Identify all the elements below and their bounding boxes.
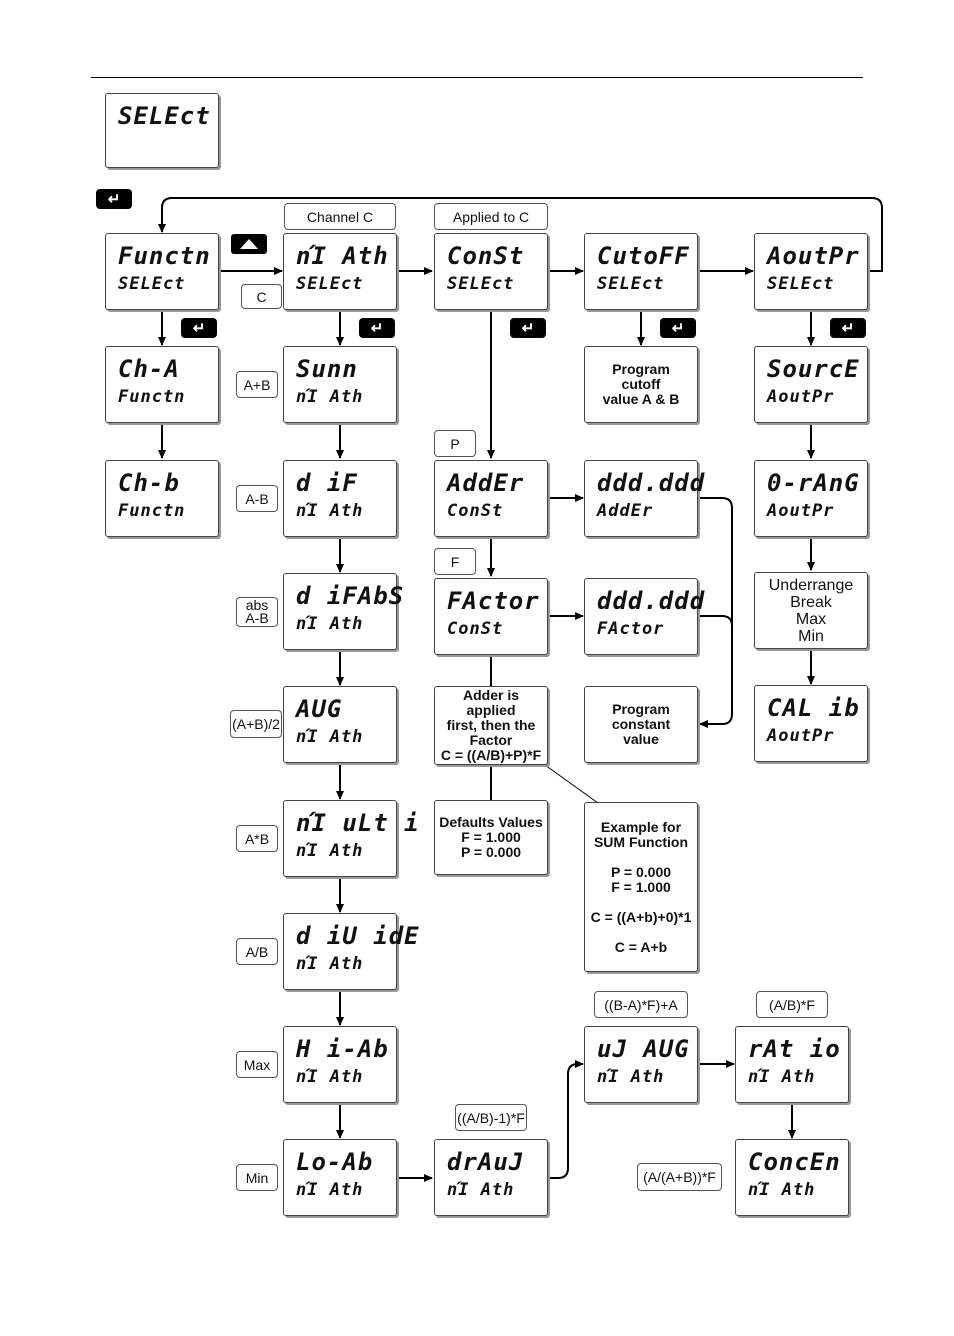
- ch-a-display: Ch-A Functn: [105, 346, 219, 423]
- defaults-box: Defaults Values F = 1.000 P = 0.000: [434, 800, 548, 875]
- up-arrow-key-icon: [231, 234, 267, 254]
- weighted-avg-formula-label: ((B-A)*F)+A: [594, 991, 688, 1018]
- calib-display: CAL ib AoutPr: [754, 685, 868, 762]
- program-constant-box: Program constant value: [584, 686, 698, 763]
- draw-display: drAuJ nΊ Ath: [434, 1139, 548, 1216]
- a-plus-b-label: A+B: [236, 371, 278, 398]
- math-select-display: nΊ Ath SELEct: [283, 233, 397, 310]
- enter-key-icon: ↵: [359, 318, 395, 338]
- cutoff-select-display: CutoFF SELEct: [584, 233, 698, 310]
- divide-display: d iU idE nΊ Ath: [283, 913, 419, 990]
- factor-display: FActor ConSt: [434, 578, 548, 655]
- a-div-b-label: A/B: [236, 938, 278, 965]
- max-label: Max: [236, 1051, 278, 1078]
- min-label: Min: [236, 1164, 278, 1191]
- weighted-avg-display: uJ AUG nΊ Ath: [584, 1026, 698, 1103]
- abs-a-minus-b-label: abs A-B: [236, 597, 278, 627]
- sum-display: Sunn nΊ Ath: [283, 346, 397, 423]
- p-key-label: P: [434, 430, 476, 457]
- program-cutoff-box: Program cutoff value A & B: [584, 346, 698, 423]
- difabs-display: d iFAbS nΊ Ath: [283, 573, 403, 650]
- header-rule: [91, 77, 863, 78]
- ratio-display: rAt io nΊ Ath: [735, 1026, 849, 1103]
- const-select-display: ConSt SELEct: [434, 233, 548, 310]
- f-key-label: F: [434, 548, 476, 575]
- example-box: Example for SUM Function P = 0.000 F = 1…: [584, 802, 698, 972]
- a-times-b-label: A*B: [236, 825, 278, 852]
- avg-display: AUG nΊ Ath: [283, 686, 397, 763]
- enter-key-icon: ↵: [510, 318, 546, 338]
- concen-formula-label: (A/(A+B))*F: [637, 1163, 722, 1191]
- source-display: SourcE AoutPr: [754, 346, 868, 423]
- a-minus-b-label: A-B: [236, 485, 278, 512]
- adder-note-box: Adder is applied first, then the Factor …: [434, 686, 548, 765]
- orange-display: 0-rAnG AoutPr: [754, 460, 868, 537]
- adder-value-display: ddd.ddd AddEr: [584, 460, 704, 537]
- c-key-label: C: [241, 284, 282, 309]
- select-display: SELEct: [105, 93, 219, 168]
- factor-value-display: ddd.ddd FActor: [584, 578, 704, 655]
- multi-display: nΊ uLt i nΊ Ath: [283, 800, 419, 877]
- functn-select-display: Functn SELEct: [105, 233, 219, 310]
- aoutpr-select-display: AoutPr SELEct: [754, 233, 868, 310]
- avg-formula-label: (A+B)/2: [230, 710, 282, 738]
- applied-to-c-label: Applied to C: [434, 203, 548, 230]
- enter-key-icon: ↵: [830, 318, 866, 338]
- channel-c-label: Channel C: [284, 203, 396, 230]
- enter-key-icon: ↵: [96, 189, 132, 209]
- ch-b-display: Ch-b Functn: [105, 460, 219, 537]
- enter-key-icon: ↵: [181, 318, 217, 338]
- concen-display: ConcEn nΊ Ath: [735, 1139, 849, 1216]
- ratio-formula-label: (A/B)*F: [756, 991, 828, 1018]
- loab-display: Lo-Ab nΊ Ath: [283, 1139, 397, 1216]
- hiab-display: H i-Ab nΊ Ath: [283, 1026, 397, 1103]
- underrange-options-box: Underrange Break Max Min: [754, 572, 868, 649]
- enter-key-icon: ↵: [660, 318, 696, 338]
- dif-display: d iF nΊ Ath: [283, 460, 397, 537]
- adder-display: AddEr ConSt: [434, 460, 548, 537]
- draw-formula-label: ((A/B)-1)*F: [455, 1104, 527, 1131]
